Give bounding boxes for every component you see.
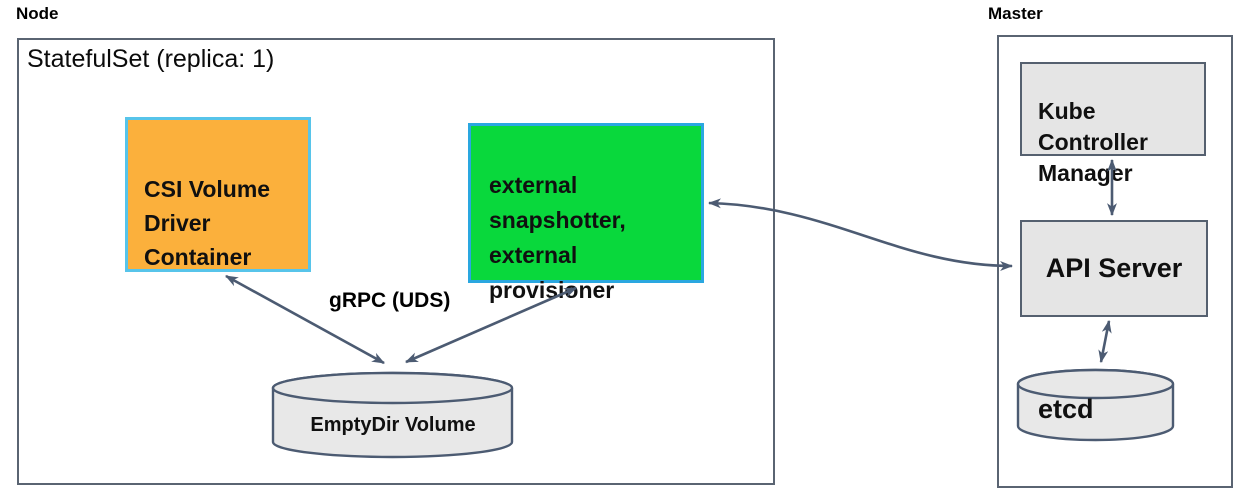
emptydir-volume-label: EmptyDir Volume — [310, 414, 476, 436]
grpc-uds-label: gRPC (UDS) — [329, 289, 451, 312]
statefulset-title: StatefulSet (replica: 1) — [27, 45, 275, 73]
csi-volume-driver-box: CSI Volume Driver Container — [125, 117, 311, 272]
external-sidecar-label: external snapshotter, external provision… — [489, 172, 626, 303]
kube-controller-manager-label: Kube Controller Manager — [1038, 98, 1148, 186]
master-section-label: Master — [988, 4, 1043, 23]
etcd-label: etcd — [1038, 394, 1094, 424]
api-server-box: API Server — [1020, 220, 1208, 317]
node-section-label: Node — [16, 4, 59, 23]
csi-volume-driver-label: CSI Volume Driver Container — [144, 176, 271, 270]
api-server-label: API Server — [1045, 253, 1183, 283]
external-sidecar-box: external snapshotter, external provision… — [468, 123, 704, 303]
kube-controller-manager-box: Kube Controller Manager — [1020, 62, 1206, 186]
